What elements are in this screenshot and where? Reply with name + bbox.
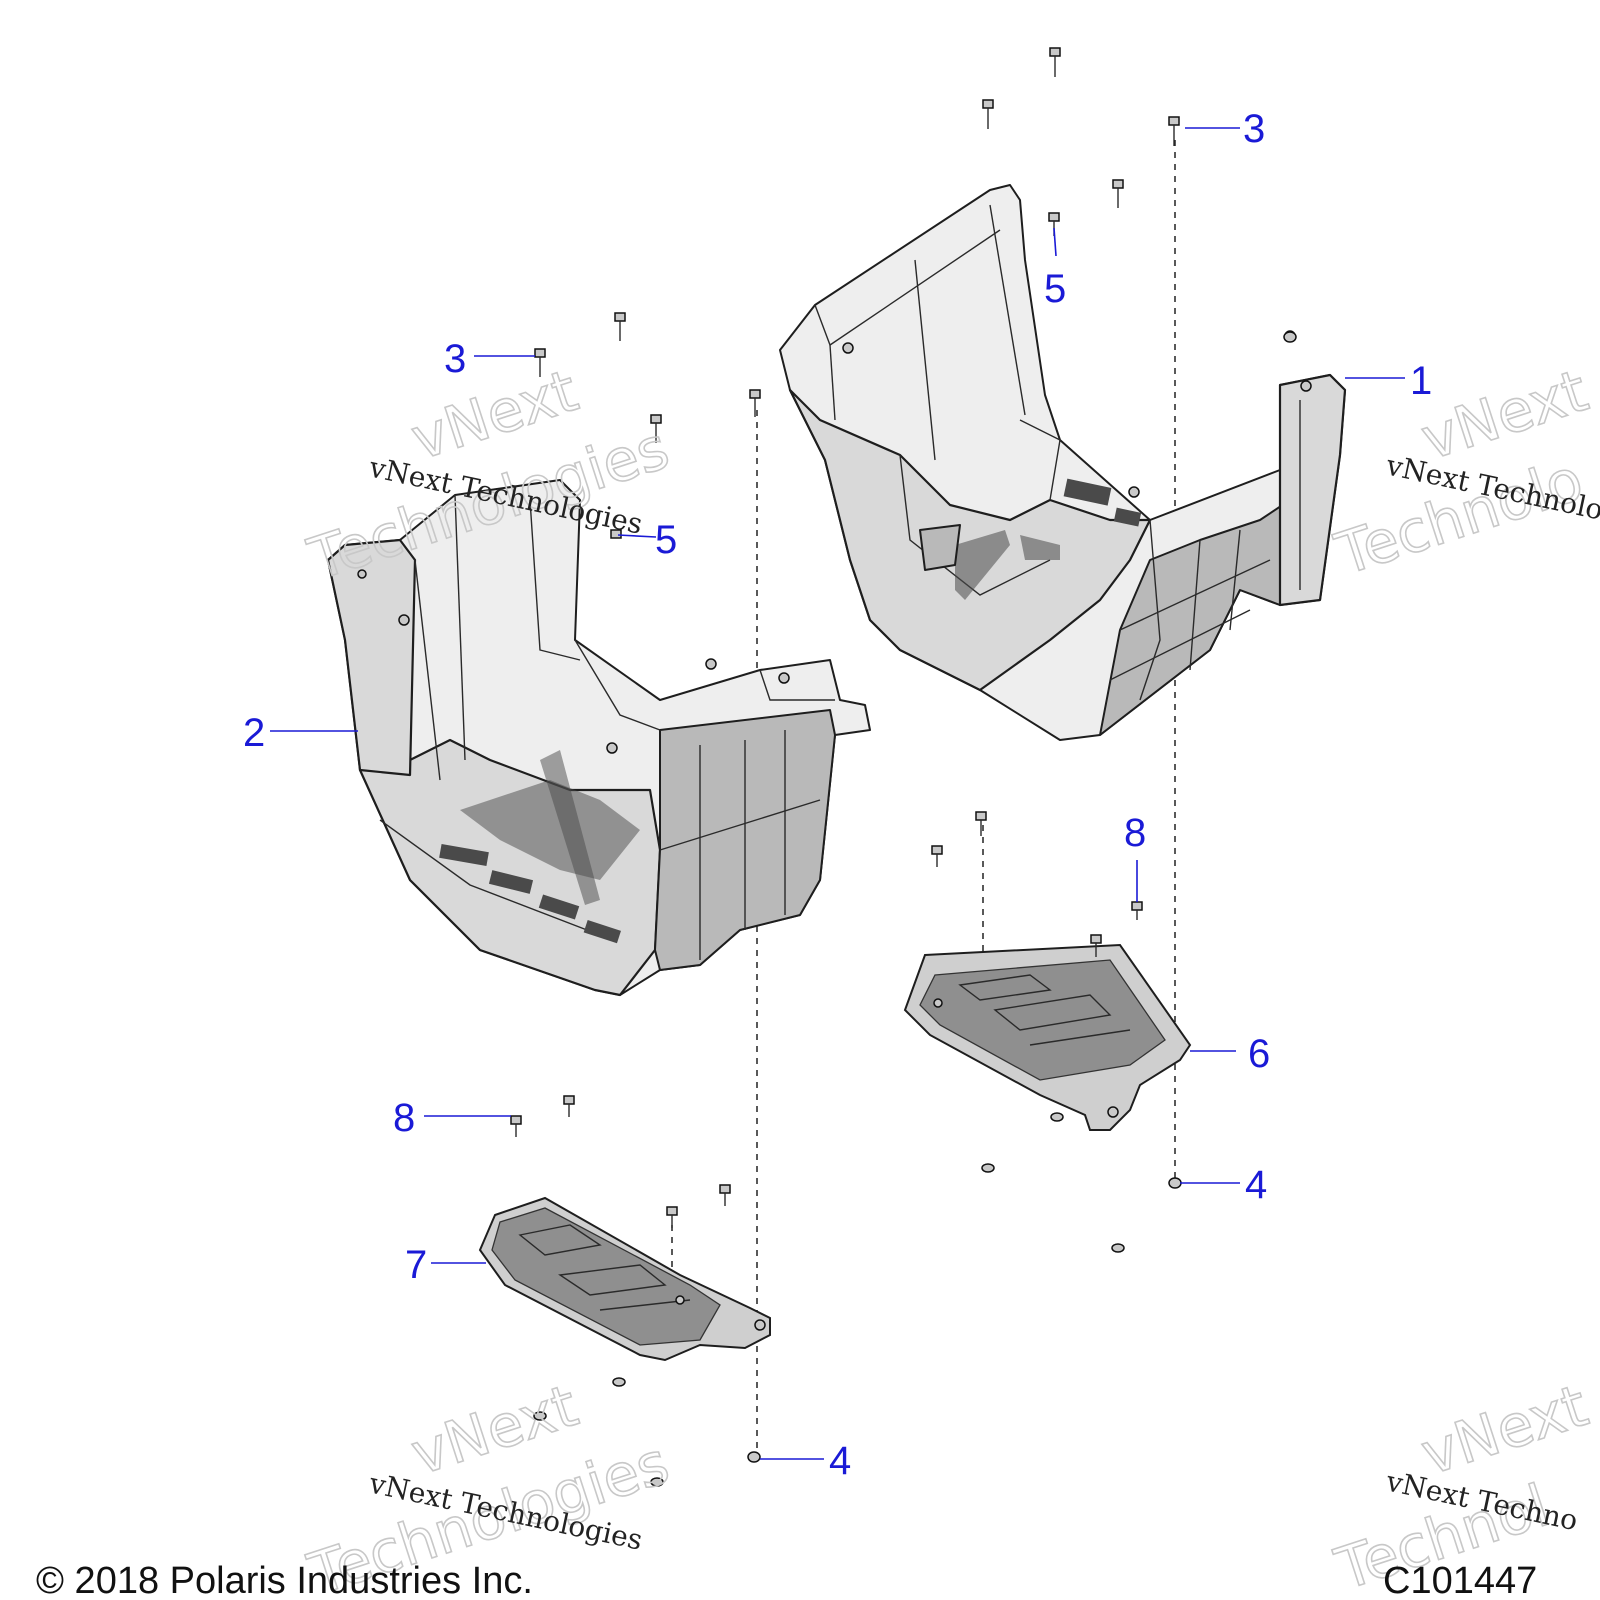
leaders bbox=[270, 127, 1405, 1460]
floor-plate-part-6 bbox=[903, 943, 1192, 1131]
fasteners bbox=[510, 47, 1297, 1487]
callout-2: 2 bbox=[243, 711, 265, 755]
screw-icon bbox=[1131, 901, 1143, 920]
nut-icon bbox=[747, 1451, 761, 1463]
copyright-text: © 2018 Polaris Industries Inc. bbox=[36, 1560, 533, 1600]
callout-4-left: 4 bbox=[829, 1439, 851, 1483]
screw-icon bbox=[1049, 47, 1061, 77]
floor-plate-part-7 bbox=[478, 1196, 771, 1362]
callout-3-left: 3 bbox=[444, 337, 466, 381]
footwell-left-part-2 bbox=[326, 479, 871, 997]
screw-icon bbox=[1112, 179, 1124, 208]
nut-icon bbox=[1050, 1112, 1064, 1122]
nut-icon bbox=[1111, 1243, 1125, 1253]
screw-icon bbox=[563, 1095, 575, 1117]
callout-8-right: 8 bbox=[1124, 811, 1146, 855]
footwell-right-part-1 bbox=[779, 184, 1347, 741]
screw-icon bbox=[610, 529, 622, 539]
callout-5-right: 5 bbox=[1044, 267, 1066, 311]
screw-icon bbox=[975, 811, 987, 836]
nut-icon bbox=[650, 1477, 664, 1487]
callout-5-left: 5 bbox=[655, 518, 677, 562]
screw-icon bbox=[666, 1206, 678, 1228]
screw-icon bbox=[931, 845, 943, 867]
callout-4-right: 4 bbox=[1245, 1163, 1267, 1207]
screw-icon bbox=[1168, 116, 1180, 146]
nut-icon bbox=[1168, 1177, 1182, 1189]
screw-icon bbox=[650, 414, 662, 443]
watermark-big: vNext bbox=[1413, 1371, 1595, 1488]
screw-icon bbox=[719, 1184, 731, 1206]
nut-icon bbox=[533, 1411, 547, 1421]
nut-icon bbox=[981, 1163, 995, 1173]
callouts: 1 2 3 3 4 4 5 5 6 7 8 8 bbox=[243, 107, 1432, 1483]
callout-7: 7 bbox=[405, 1243, 427, 1287]
screw-icon bbox=[982, 99, 994, 129]
screw-icon bbox=[614, 312, 626, 341]
callout-6: 6 bbox=[1248, 1032, 1270, 1076]
screw-icon bbox=[1090, 934, 1102, 957]
callout-3-right: 3 bbox=[1243, 107, 1265, 151]
callout-1: 1 bbox=[1410, 359, 1432, 403]
nut-icon bbox=[612, 1377, 626, 1387]
screw-icon bbox=[534, 348, 546, 377]
callout-8-left: 8 bbox=[393, 1096, 415, 1140]
nut-icon bbox=[1283, 331, 1297, 343]
screw-icon bbox=[510, 1115, 522, 1137]
screw-icon bbox=[749, 389, 761, 417]
drawing-number: C101447 bbox=[1383, 1560, 1537, 1600]
